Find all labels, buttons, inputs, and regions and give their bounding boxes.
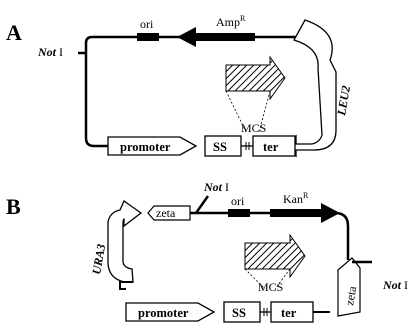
- panel-b: B URA3 zeta Not I ori KanR MCS promoter …: [6, 180, 408, 323]
- panel-b-insert-arrow: [244, 233, 306, 279]
- panel-b-bottom-line: [119, 281, 133, 290]
- panel-b-ter-label: ter: [281, 306, 297, 320]
- panel-a-mcs-label: MCS: [241, 121, 266, 135]
- panel-a-ter-box: [252, 135, 296, 157]
- panel-b-promoter-label: promoter: [138, 306, 189, 320]
- panel-a-insert-arrow: [225, 55, 286, 101]
- panel-b-ori-block: [228, 209, 250, 217]
- panel-a-ampR-arrow: [177, 27, 255, 47]
- panel-b-notI-top-label: Not I: [203, 180, 229, 194]
- panel-a-ter-label: ter: [263, 140, 279, 154]
- panel-a-promoter-label: promoter: [120, 140, 171, 154]
- panel-b-zeta-right-box: [337, 257, 361, 317]
- panel-a-ori-label: ori: [140, 17, 154, 31]
- panel-b-ss-label: SS: [232, 306, 246, 320]
- panel-a-ampR-label: AmpR: [216, 14, 246, 29]
- panel-a-leu2-label: LEU2: [334, 85, 353, 118]
- panel-b-zeta-right-label: zeta: [342, 284, 359, 306]
- panel-b-mcs-label: MCS: [258, 280, 283, 294]
- panel-b-zoom-line-left: [244, 268, 266, 290]
- panel-b-promoter-arrow: [125, 302, 216, 322]
- panel-a: A Not I ori AmpR LEU2 MCS promoter SS te…: [6, 14, 353, 158]
- panel-a-zoom-line-right: [258, 90, 271, 133]
- panel-b-kanR-label: KanR: [283, 191, 309, 206]
- panel-b-ori-label: ori: [231, 194, 245, 208]
- panel-a-promoter-arrow: [107, 136, 198, 156]
- panel-a-notI-label: Not I: [37, 45, 63, 59]
- panel-a-ss-label: SS: [213, 140, 227, 154]
- panel-b-ura3-arrow: [107, 200, 143, 283]
- panel-b-notI-top-tick: [194, 195, 210, 214]
- panel-b-backbone-right: [334, 211, 350, 260]
- panel-b-label: B: [6, 194, 21, 219]
- panel-a-leu2-arrow: [281, 19, 337, 158]
- panel-b-notI-right-label: Not I: [382, 278, 408, 292]
- panel-b-kanR-arrow: [270, 203, 340, 223]
- panel-b-zoom-line-right: [274, 268, 291, 290]
- panel-b-ura3-label: URA3: [89, 243, 108, 276]
- panel-a-backbone: [84, 35, 305, 148]
- panel-a-label: A: [6, 20, 22, 45]
- panel-b-zeta-top-label: zeta: [156, 206, 176, 220]
- panel-a-ori-block: [137, 33, 159, 41]
